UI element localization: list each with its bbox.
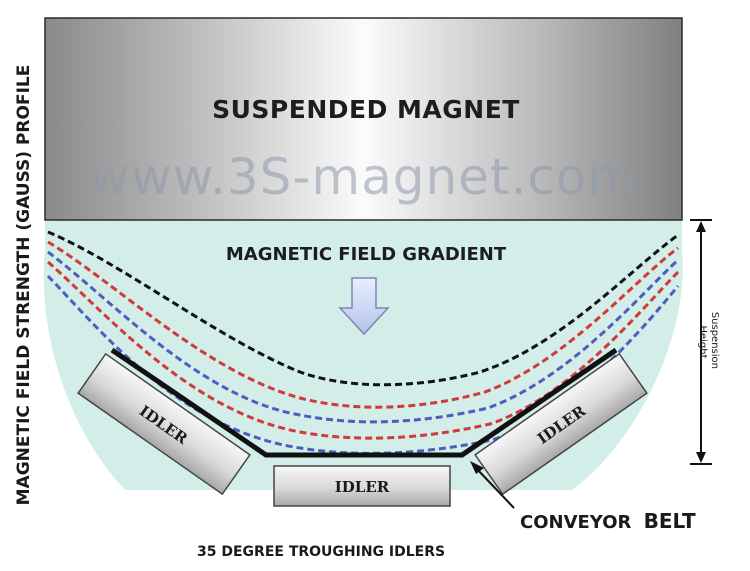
belt-pointer-arrow [470, 461, 515, 509]
field-line-black [47, 230, 679, 387]
field-line-red-2 [47, 260, 680, 440]
idler-center: IDLER [273, 465, 451, 507]
field-line-blue-1 [47, 250, 680, 424]
troughing-idlers-caption: 35 DEGREE TROUGHING IDLERS [197, 544, 445, 560]
down-arrow-icon [338, 277, 390, 336]
idler-left: IDLER [77, 352, 251, 496]
gauss-profile-axis-label: MAGNETIC FIELD STRENGTH (GAUSS) PROFILE [14, 65, 34, 506]
watermark: www.3S-magnet.com [89, 148, 637, 206]
suspension-label-line2: Height [697, 325, 708, 358]
idler-right: IDLER [474, 352, 648, 496]
suspension-height-label: Suspension Height [697, 312, 720, 372]
suspension-label-line1: Suspension [709, 312, 720, 369]
suspension-height-dimension [690, 219, 712, 465]
field-gradient-title: MAGNETIC FIELD GRADIENT [226, 244, 507, 265]
field-line-red-1 [47, 240, 679, 409]
magnet-title: SUSPENDED MAGNET [212, 95, 520, 124]
conveyor-belt [110, 347, 618, 458]
suspended-magnet [44, 17, 683, 221]
conveyor-belt-label: CONVEYOR BELT [520, 509, 696, 533]
conveyor-belt-label-part2: BELT [644, 509, 696, 533]
idler-center-label: IDLER [335, 478, 390, 496]
conveyor-belt-label-part1: CONVEYOR [520, 512, 631, 533]
